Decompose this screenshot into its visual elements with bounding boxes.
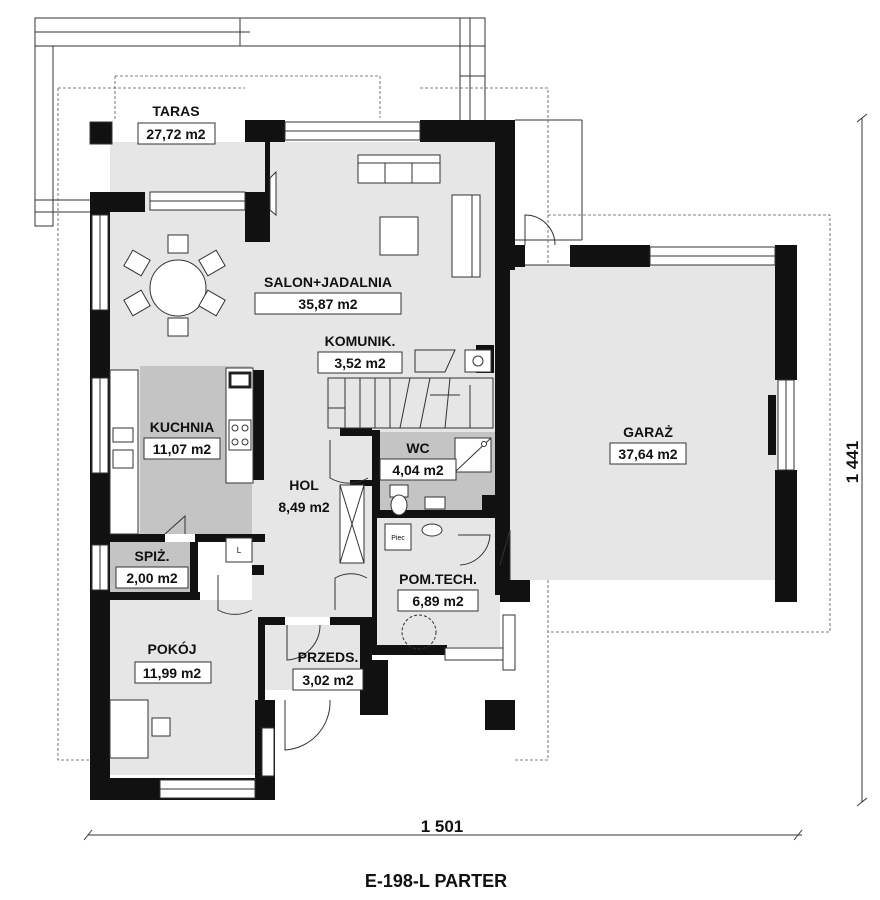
height-dimension: 1 441 [843, 441, 862, 484]
floor-garage [508, 265, 778, 580]
label-przeds: PRZEDS. [298, 649, 359, 665]
label-garaz: GARAŻ [623, 424, 673, 440]
label-salon: SALON+JADALNIA [264, 274, 392, 290]
label-taras: TARAS [152, 103, 199, 119]
label-fridge: L [237, 546, 242, 555]
coffee-table [379, 216, 419, 256]
width-dimension: 1 501 [421, 817, 464, 836]
label-pokoj: POKÓJ [147, 640, 196, 657]
area-kuchnia: 11,07 m2 [153, 441, 212, 457]
area-komunik: 3,52 m2 [334, 355, 386, 371]
label-spiz: SPIŻ. [134, 548, 169, 564]
label-hol: HOL [289, 477, 319, 493]
area-garaz: 37,64 m2 [618, 446, 677, 462]
label-boiler: Piec [391, 535, 405, 542]
doors [164, 214, 570, 751]
boiler [384, 523, 412, 551]
label-kuchnia: KUCHNIA [150, 419, 215, 435]
area-taras: 27,72 m2 [146, 126, 205, 142]
area-przeds: 3,02 m2 [302, 672, 354, 688]
area-pokoj: 11,99 m2 [143, 665, 202, 681]
plan-title: E-198-L PARTER [365, 871, 507, 891]
windows [91, 121, 795, 799]
area-salon: 35,87 m2 [298, 296, 357, 312]
label-komunik: KOMUNIK. [325, 333, 396, 349]
area-spiz: 2,00 m2 [126, 570, 178, 586]
label-pomtech: POM.TECH. [399, 571, 477, 587]
roof-outline [57, 75, 831, 761]
area-wc: 4,04 m2 [392, 462, 444, 478]
furniture [89, 121, 492, 759]
area-pomtech: 6,89 m2 [412, 593, 464, 609]
sofa-side [451, 194, 481, 278]
dimension-lines [83, 113, 868, 841]
area-hol: 8,49 m2 [278, 499, 330, 515]
outdoor-outlines [34, 17, 583, 241]
room-labels: TARAS 27,72 m2 SALON+JADALNIA 35,87 m2 K… [115, 103, 687, 691]
stairs [327, 349, 494, 429]
label-wc: WC [406, 440, 429, 456]
dining-table [149, 259, 207, 317]
sofa [357, 154, 441, 184]
